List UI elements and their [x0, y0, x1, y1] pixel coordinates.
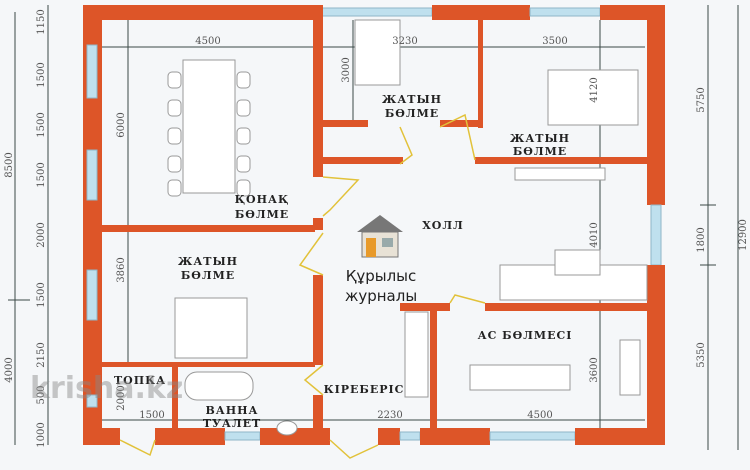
bed — [354, 19, 401, 86]
bed — [174, 297, 248, 359]
furniture — [167, 19, 648, 436]
wardrobe — [404, 311, 429, 398]
chair — [167, 71, 182, 89]
room-label-living: БӨЛМЕ — [235, 208, 289, 221]
room-label-kitchen: АС БӨЛМЕСІ — [478, 329, 573, 342]
dim-label: 3860 — [116, 257, 127, 282]
house-icon — [357, 215, 403, 258]
dim-label: 3600 — [589, 357, 600, 382]
chair — [236, 179, 251, 197]
watermark: krisha.kz — [30, 371, 183, 406]
dim-label: 1000 — [36, 422, 47, 447]
dim-label: 2000 — [116, 385, 127, 410]
dim-label: 1150 — [36, 9, 47, 34]
dim-label: 12900 — [738, 219, 749, 251]
dim-label: 1800 — [696, 227, 707, 252]
dim-label: 4120 — [589, 77, 600, 102]
dim-label: 5750 — [696, 87, 707, 112]
dining-table — [182, 59, 236, 194]
chair — [167, 99, 182, 117]
logo-text: журналы — [345, 287, 417, 305]
room-labels: ҚОНАҚ БӨЛМЕ ЖАТЫН БӨЛМЕ ЖАТЫН БӨЛМЕ ХОЛЛ… — [114, 93, 573, 430]
chair — [167, 179, 182, 197]
room-label-bathroom: ТУАЛЕТ — [203, 417, 261, 430]
dimension-labels: 4500 3230 3500 6000 3000 4120 4010 3860 … — [4, 9, 749, 447]
dim-label: 2150 — [36, 342, 47, 367]
room-label-entrance: КІРЕБЕРІС — [324, 383, 405, 396]
logo-text: Құрылыс — [346, 267, 417, 285]
walls — [83, 5, 665, 445]
dim-label: 1500 — [36, 282, 47, 307]
dim-label: 1500 — [139, 410, 164, 421]
dim-label: 8500 — [4, 152, 15, 177]
bathtub — [184, 371, 254, 401]
dim-label: 1500 — [36, 62, 47, 87]
dim-label: 500 — [36, 385, 47, 404]
logo: Құрылыс журналы — [345, 215, 417, 305]
dim-label: 4500 — [195, 36, 220, 47]
dim-label: 6000 — [116, 112, 127, 137]
chair — [236, 155, 251, 173]
chair — [167, 155, 182, 173]
room-label-furnace: ТОПКА — [114, 374, 166, 387]
tv-stand — [514, 167, 606, 181]
bed — [547, 69, 639, 126]
room-label-bedroom: БӨЛМЕ — [513, 145, 567, 158]
room-label-bedroom: ЖАТЫН — [178, 255, 238, 268]
dim-label: 3230 — [392, 36, 417, 47]
room-label-bedroom: ЖАТЫН — [382, 93, 442, 106]
dim-label: 5350 — [696, 342, 707, 367]
chair — [236, 71, 251, 89]
doors — [119, 113, 486, 459]
dim-label: 1500 — [36, 112, 47, 137]
room-label-bedroom: ЖАТЫН — [510, 132, 570, 145]
dim-label: 3500 — [542, 36, 567, 47]
dim-label: 4010 — [589, 222, 600, 247]
chair — [236, 99, 251, 117]
room-label-bathroom: ВАННА — [205, 404, 258, 417]
chair — [236, 127, 251, 145]
dim-label: 2230 — [377, 410, 402, 421]
stove-sink — [619, 339, 641, 396]
room-label-hall: ХОЛЛ — [422, 219, 464, 232]
dim-label: 4500 — [527, 410, 552, 421]
kitchen-table — [469, 364, 571, 391]
room-label-living: ҚОНАҚ — [235, 193, 290, 206]
room-label-bedroom: БӨЛМЕ — [181, 269, 235, 282]
dim-label: 1500 — [36, 162, 47, 187]
chair — [167, 127, 182, 145]
room-label-bedroom: БӨЛМЕ — [385, 107, 439, 120]
dim-label: 3000 — [341, 57, 352, 82]
toilet — [276, 420, 298, 436]
dim-label: 4000 — [4, 357, 15, 382]
dim-label: 2000 — [36, 222, 47, 247]
